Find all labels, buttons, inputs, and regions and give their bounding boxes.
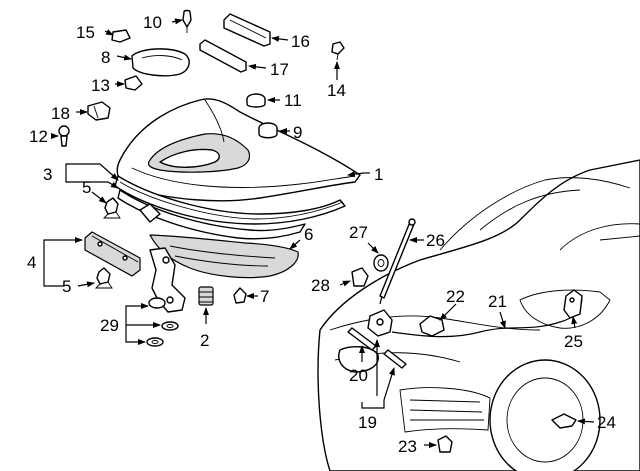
clip-14: [331, 41, 345, 61]
callout-numbers: 1 2 3 4 5 5 6 7 8 9 10 11 12 13 14 15 16…: [27, 13, 616, 456]
garnish-16: [223, 13, 271, 47]
clip-lower: [94, 267, 113, 289]
hood-support-bracket: [84, 231, 141, 277]
callout-27: 27: [349, 223, 368, 242]
rod-clip: [351, 267, 369, 287]
callout-11: 11: [284, 91, 302, 110]
callout-26: 26: [426, 231, 445, 250]
callout-15: 15: [76, 23, 95, 42]
callout-13: 13: [91, 76, 110, 95]
support-18: [87, 101, 111, 121]
callout-7: 7: [260, 287, 269, 306]
callout-5-lower: 5: [62, 277, 71, 296]
scoop-cover-8: [131, 48, 190, 77]
hood-lock: [419, 315, 445, 337]
clip-13: [124, 75, 143, 91]
hood-latch: [367, 309, 393, 337]
callout-24: 24: [597, 413, 616, 432]
hood-insulator: [149, 234, 299, 279]
callout-23: 23: [398, 437, 417, 456]
clip-23: [437, 435, 453, 453]
clip-24: [551, 413, 577, 429]
push-pin-10: [182, 9, 192, 33]
grommet-15: [111, 29, 131, 43]
callout-9: 9: [293, 123, 302, 142]
callout-6: 6: [304, 225, 313, 244]
callout-19: 19: [358, 413, 377, 432]
garnish-17: [199, 39, 247, 73]
callout-16: 16: [291, 32, 310, 51]
vehicle-hood-hinge: [563, 289, 583, 319]
hood-support-rod: [379, 218, 416, 305]
hood-cushion: [198, 286, 214, 306]
bolt-12: [58, 125, 70, 147]
insulator-clip: [233, 287, 247, 304]
callout-18: 18: [51, 104, 70, 123]
callout-8: 8: [101, 48, 110, 67]
hood-hinge: [148, 247, 186, 313]
rod-holder-grommet: [373, 254, 389, 272]
cushion-19: [383, 349, 407, 369]
callout-20: 20: [349, 366, 368, 385]
hood-panel: [116, 98, 361, 202]
callout-3: 3: [43, 165, 52, 184]
callout-14: 14: [327, 81, 346, 100]
hinge-washer-2: [146, 337, 164, 347]
callout-10: 10: [143, 13, 162, 32]
callout-29: 29: [100, 316, 119, 335]
clip-upper: [102, 197, 121, 219]
callout-12: 12: [29, 127, 48, 146]
callout-25: 25: [564, 332, 583, 351]
callout-21: 21: [488, 292, 507, 311]
callout-22: 22: [446, 287, 465, 306]
callout-4: 4: [27, 253, 36, 272]
callout-2: 2: [200, 331, 209, 350]
callout-1: 1: [374, 165, 383, 184]
callout-5-upper: 5: [82, 178, 91, 197]
hinge-washer-1: [161, 321, 179, 331]
hood-inner-frame: [117, 189, 306, 240]
callout-17: 17: [270, 60, 289, 79]
leader-lines: [43, 18, 595, 448]
hood-front-seal: [114, 175, 346, 225]
callout-28: 28: [311, 276, 330, 295]
cushion-9: [258, 122, 278, 139]
cushion-11: [246, 93, 266, 108]
